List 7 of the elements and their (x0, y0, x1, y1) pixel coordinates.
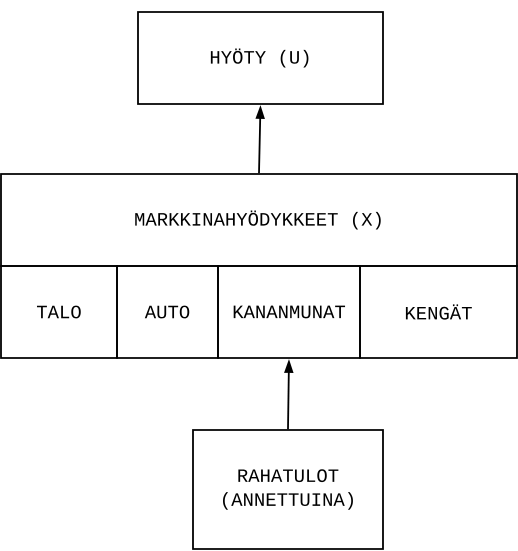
goods-header-box: MARKKINAHYÖDYKKEET (X) (0, 173, 518, 267)
goods-cell: KENGÄT (359, 265, 518, 359)
goods-cell: KANANMUNAT (217, 265, 361, 359)
goods-cell: AUTO (116, 265, 219, 359)
utility-box: HYÖTY (U) (137, 11, 384, 105)
goods-cell: TALO (0, 265, 118, 359)
income-box: RAHATULOT (ANNETTUINA) (192, 429, 384, 550)
